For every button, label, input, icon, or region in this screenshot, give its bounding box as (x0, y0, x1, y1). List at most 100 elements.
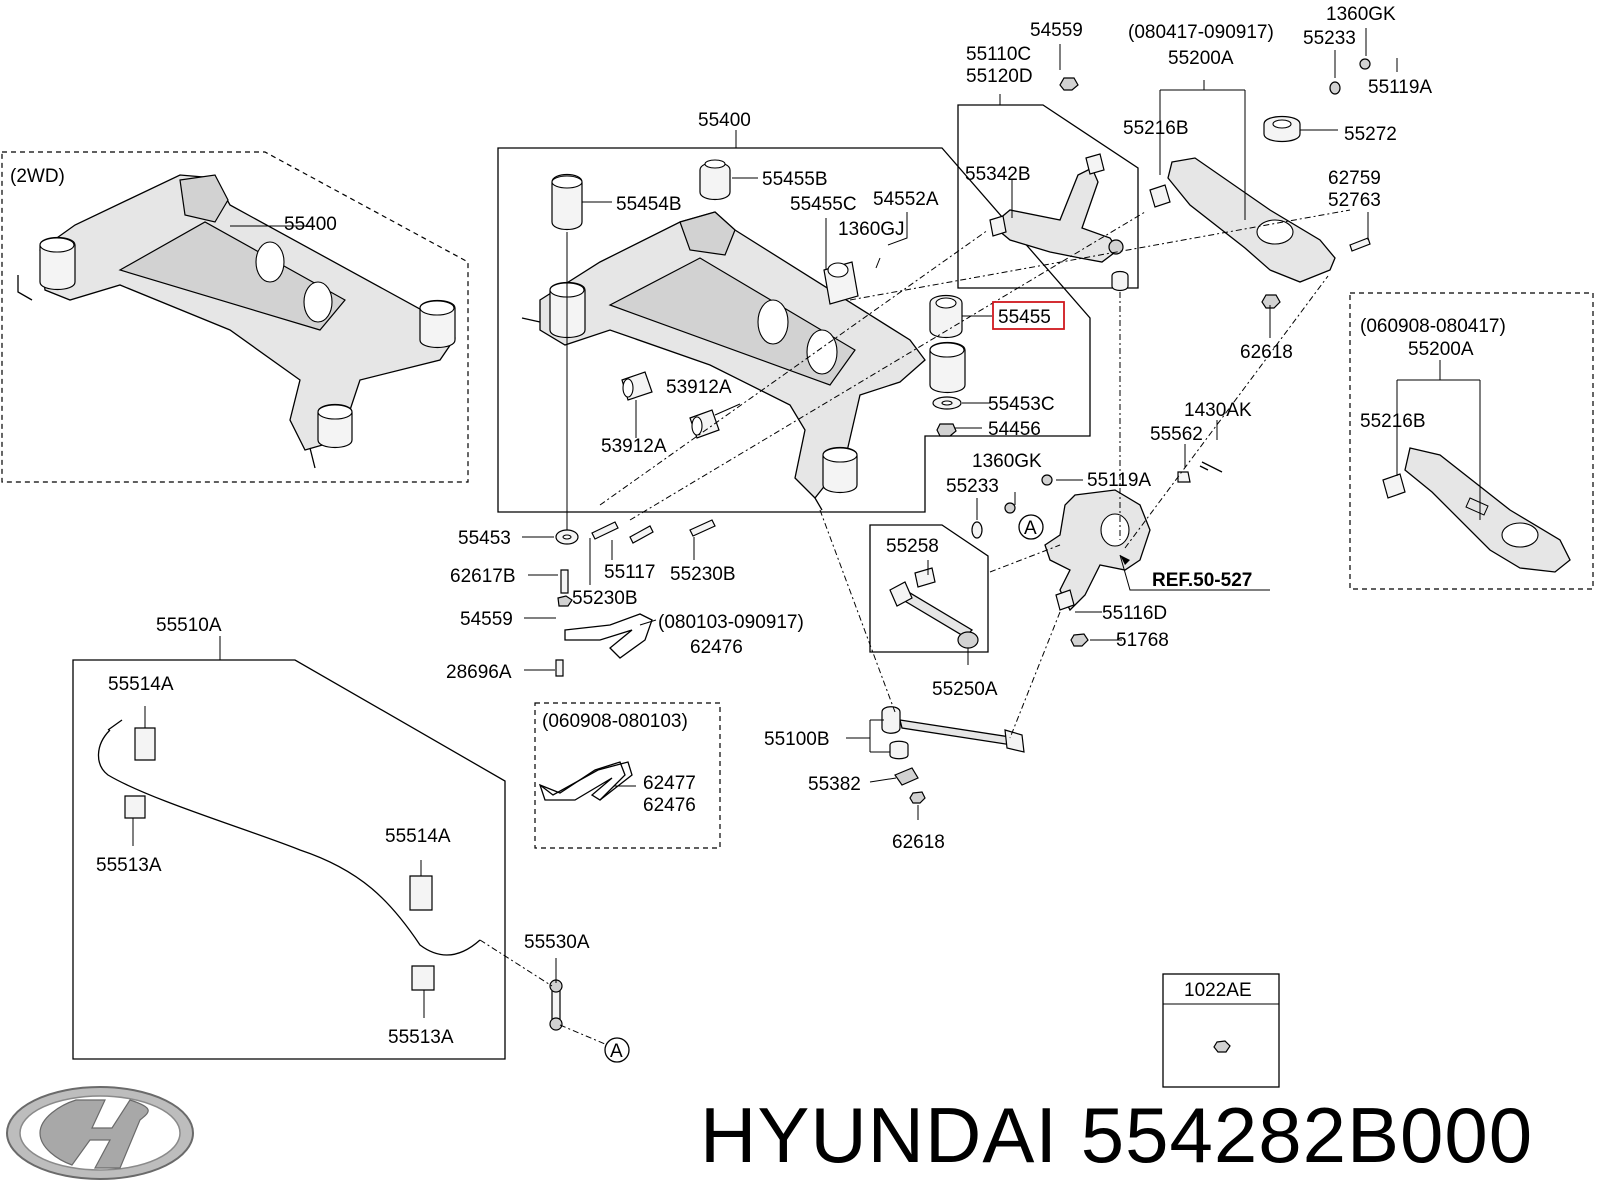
label-date-080103-090917: (080103-090917) (658, 612, 804, 633)
knuckle-drawing (971, 461, 1223, 647)
label-62618-b: 62618 (892, 832, 945, 853)
label-55562: 55562 (1150, 424, 1203, 445)
label-55272: 55272 (1344, 124, 1397, 145)
label-55233-b: 55233 (946, 476, 999, 497)
label-55453C: 55453C (988, 394, 1055, 415)
label-62476-a: 62476 (690, 637, 743, 658)
label-callout-a-2: A (610, 1041, 623, 1062)
label-55455: 55455 (998, 307, 1051, 328)
label-62618-a: 62618 (1240, 342, 1293, 363)
label-variant-2wd: (2WD) (10, 166, 65, 187)
label-55100B: 55100B (764, 729, 830, 750)
label-55119A-b: 55119A (1087, 470, 1151, 491)
subframe-main-drawing (521, 211, 966, 511)
ref-arrow (1120, 555, 1130, 565)
part-number: 554282B000 (1080, 1091, 1534, 1179)
lower-arm-variant-drawing (1382, 447, 1571, 573)
label-55200A-a: 55200A (1168, 48, 1234, 69)
box-2wd-subframe (1, 151, 469, 483)
label-ref: REF.50-527 (1152, 570, 1252, 591)
lower-arm-drawing (1059, 58, 1371, 309)
label-55510A: 55510A (156, 615, 222, 636)
label-55455B: 55455B (762, 169, 828, 190)
brand-footer: HYUNDAI 554282B000 (700, 1085, 1580, 1185)
link-55250A-drawing (889, 567, 979, 649)
rod-55100B-drawing (881, 706, 1025, 804)
box-lower-arm-variant (1349, 292, 1594, 590)
box-1022AE (1162, 973, 1280, 1088)
label-51768: 51768 (1116, 630, 1169, 651)
box-subframe-main (497, 147, 1091, 513)
fasteners-subframe (538, 519, 716, 801)
label-62617B: 62617B (450, 566, 516, 587)
label-55200A-b: 55200A (1408, 339, 1474, 360)
nut-1022AE (1213, 1040, 1231, 1053)
label-52763: 52763 (1328, 190, 1381, 211)
label-1430AK: 1430AK (1184, 400, 1252, 421)
label-55216B-b: 55216B (1360, 411, 1426, 432)
bushing-53912A (621, 371, 720, 439)
label-55455C: 55455C (790, 194, 857, 215)
label-55514A-a: 55514A (108, 674, 174, 695)
bushing-55454B (551, 173, 583, 231)
box-upper-arm (957, 104, 1139, 289)
label-55110C: 55110C (966, 44, 1031, 65)
label-28696A: 28696A (446, 662, 512, 683)
label-53912A-a: 53912A (666, 377, 732, 398)
bracket-variant-drawing (539, 761, 633, 801)
label-date-080417-090917: (080417-090917) (1128, 22, 1274, 43)
label-54552A: 54552A (873, 189, 939, 210)
callout-a-circle-2 (604, 1037, 630, 1063)
label-1022AE: 1022AE (1184, 980, 1252, 1001)
label-date-060908-080417: (060908-080417) (1360, 316, 1506, 337)
label-55230B-a: 55230B (670, 564, 736, 585)
bushing-55455C (823, 261, 859, 305)
assembly-lines (479, 209, 1351, 1045)
label-55514A-b: 55514A (385, 826, 451, 847)
label-55119A-a: 55119A (1368, 77, 1432, 98)
label-53912A-b: 53912A (601, 436, 667, 457)
label-54559-a: 54559 (460, 609, 513, 630)
label-55258: 55258 (886, 536, 939, 557)
label-55453: 55453 (458, 528, 511, 549)
label-55454B: 55454B (616, 194, 682, 215)
stabilizer-drawing (97, 719, 563, 1031)
hyundai-logo (6, 1086, 194, 1180)
label-55530A: 55530A (524, 932, 590, 953)
box-link-55250A (869, 524, 989, 653)
label-54559-b: 54559 (1030, 20, 1083, 41)
label-55513A-a: 55513A (96, 855, 162, 876)
label-1360GK-a: 1360GK (1326, 4, 1396, 25)
label-55233-a: 55233 (1303, 28, 1356, 49)
label-55120D: 55120D (966, 66, 1033, 87)
label-subframe-2wd: 55400 (284, 214, 337, 235)
leader-lines (132, 28, 1481, 1018)
bushing-55455 (929, 294, 963, 339)
subframe-2wd-drawing (17, 174, 456, 469)
bushing-55455B (699, 159, 731, 201)
label-subframe-main: 55400 (698, 110, 751, 131)
upper-arm-drawing (989, 153, 1129, 292)
label-62477: 62477 (643, 773, 696, 794)
label-55382: 55382 (808, 774, 861, 795)
label-62476-b: 62476 (643, 795, 696, 816)
label-62759: 62759 (1328, 168, 1381, 189)
label-55216B-a: 55216B (1123, 118, 1189, 139)
label-55116D: 55116D (1102, 603, 1167, 624)
highlight-box-55455 (992, 301, 1065, 330)
label-1360GK-b: 1360GK (972, 451, 1042, 472)
brand-name: HYUNDAI (700, 1091, 1059, 1179)
label-1360GJ: 1360GJ (838, 219, 905, 240)
box-stabilizer (72, 659, 506, 1060)
label-54456: 54456 (988, 419, 1041, 440)
label-callout-a-1: A (1024, 518, 1037, 539)
label-55342B: 55342B (965, 164, 1031, 185)
label-55117: 55117 (604, 562, 655, 583)
label-55513A-b: 55513A (388, 1027, 454, 1048)
label-55250A: 55250A (932, 679, 998, 700)
callout-a-circle-1 (1018, 514, 1044, 540)
label-55230B-b: 55230B (572, 588, 638, 609)
washer-55453C (932, 396, 962, 437)
label-date-060908-080103: (060908-080103) (542, 711, 688, 732)
